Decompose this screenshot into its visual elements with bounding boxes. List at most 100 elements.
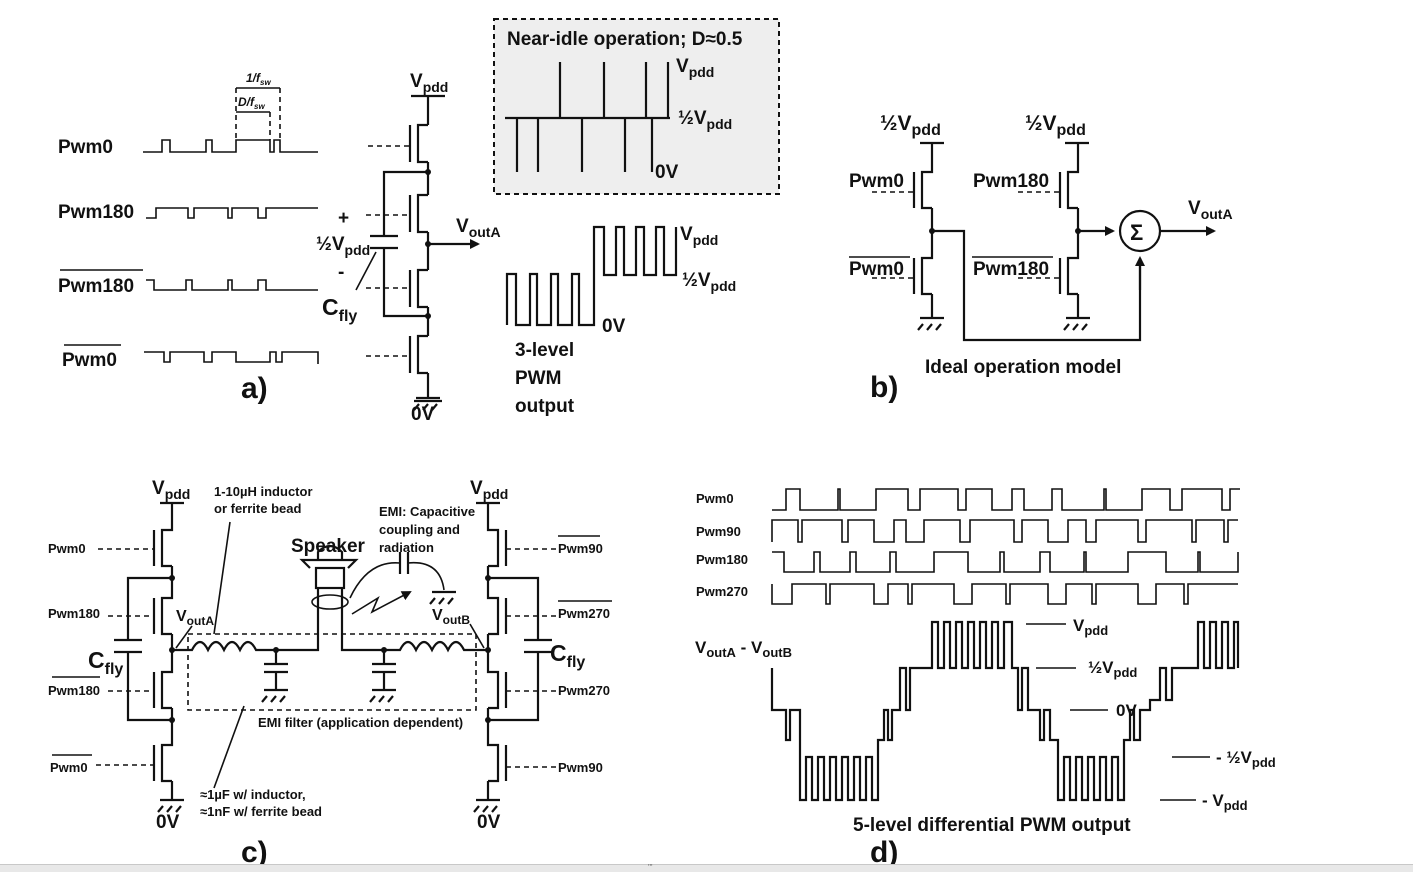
sum-symbol: Σ: [1130, 220, 1143, 245]
emi-note-2: coupling and: [379, 522, 460, 537]
inset-vpdd: Vpdd: [676, 56, 714, 80]
level-vpdd: Vpdd: [1073, 616, 1108, 638]
vouta-label-a: VoutA: [456, 216, 501, 240]
half-vpdd-label-a: ½Vpdd: [316, 234, 370, 258]
panel-a-label: a): [241, 372, 268, 405]
inductor-note-2: or ferrite bead: [214, 501, 301, 516]
pwm0-label-a: Pwm0: [58, 137, 113, 158]
out-half-vpdd: ½Vpdd: [682, 270, 736, 294]
pwm180-label-c: Pwm180: [48, 606, 100, 621]
emi-note-1: EMI: Capacitive: [379, 504, 475, 519]
half-vpdd-b1: ½Vpdd: [880, 112, 941, 139]
inset-title: Near-idle operation; D≈0.5: [507, 29, 743, 50]
emi-note-3: radiation: [379, 540, 434, 555]
pwm180-waveform: [146, 207, 318, 219]
pwm180-bar-waveform: [146, 279, 318, 291]
near-idle-inset: [493, 18, 780, 195]
level-zero: 0V: [1116, 701, 1137, 720]
pwm0-label-d: Pwm0: [696, 491, 734, 506]
pwm270-label-c: Pwm270: [558, 683, 610, 698]
plus-sign: +: [338, 208, 349, 229]
pwm0-bar-label-a: Pwm0: [62, 350, 117, 371]
pwm180-bar-label-a: Pwm180: [58, 276, 134, 297]
pwm0-bar-label-c: Pwm0: [50, 760, 88, 775]
pwm0-waveform: [143, 139, 318, 153]
duty-label: D/fsw: [238, 95, 265, 111]
minus-sign: -: [338, 262, 344, 283]
vouta-label-c: VoutA: [176, 608, 214, 628]
three-level-waveform: [505, 225, 678, 327]
right-filter-cap: [369, 650, 396, 703]
out-zero-v: 0V: [602, 316, 626, 337]
inset-zero-v: 0V: [655, 162, 679, 183]
inset-half-vpdd: ½Vpdd: [678, 108, 732, 132]
zero-v-right-c: 0V: [477, 812, 501, 833]
diff-caption: 5-level differential PWM output: [853, 815, 1131, 836]
cap-note-2: ≈1nF w/ ferrite bead: [200, 804, 322, 819]
pwm0-bar-waveform: [144, 351, 319, 364]
vpdd-label-a: Vpdd: [410, 71, 448, 95]
emi-coupling-line: [407, 561, 445, 591]
model-circuit: [872, 141, 1216, 342]
ground-icon: [429, 590, 456, 605]
pwm180-label-d: Pwm180: [696, 552, 748, 567]
pwm90-label-c: Pwm90: [558, 760, 603, 775]
vouta-label-b: VoutA: [1188, 198, 1233, 222]
left-hbridge: [96, 501, 184, 813]
pwm270-label-d: Pwm270: [696, 584, 748, 599]
left-inductor: [172, 588, 320, 653]
out-caption-line2: PWM: [515, 368, 561, 389]
speaker-icon: [299, 544, 359, 610]
out-vpdd: Vpdd: [680, 224, 718, 248]
panel-c: Vpdd Vpdd: [48, 478, 612, 869]
zero-v-left-c: 0V: [156, 812, 180, 833]
pwm0-bar-label-b: Pwm0: [849, 259, 904, 280]
cfly-label-a: Cfly: [322, 294, 357, 325]
level-half-vpdd: ½Vpdd: [1088, 658, 1137, 680]
pwm90-bar-label-c: Pwm90: [558, 541, 603, 556]
voutb-label-c: VoutB: [432, 607, 470, 627]
right-hbridge: [473, 501, 556, 813]
leader-line: [213, 705, 245, 789]
vpdd-right-c: Vpdd: [470, 478, 508, 502]
leader-line: [175, 625, 193, 649]
diff-label: VoutA - VoutB: [695, 638, 792, 660]
bottom-scrollbar[interactable]: ''': [0, 863, 1413, 872]
panel-b: ½Vpdd ½Vpdd Σ Pwm0 Pwm180 Pwm0 Pwm180 Vo…: [849, 112, 1233, 404]
pwm270-waveform-d: [771, 583, 1238, 605]
scroll-marker: ''': [648, 863, 653, 872]
leader-line: [469, 623, 485, 649]
pwm0-label-b: Pwm0: [849, 171, 904, 192]
filter-caption: EMI filter (application dependent): [258, 715, 463, 730]
five-level-waveform: [770, 620, 1240, 802]
vpdd-left-c: Vpdd: [152, 478, 190, 502]
panel-c-label: c): [241, 836, 268, 869]
pwm270-bar-label-c: Pwm270: [558, 606, 610, 621]
cfly-left-c: Cfly: [88, 647, 123, 678]
model-caption: Ideal operation model: [925, 357, 1121, 378]
panel-d-label: d): [870, 836, 898, 869]
panel-a: Pwm0 Pwm180 Pwm180 Pwm0 1/fsw D/fsw Vpdd: [58, 18, 780, 425]
pwm180-bar-label-c: Pwm180: [48, 683, 100, 698]
pwm180-bar-label-b: Pwm180: [973, 259, 1049, 280]
leader-line: [213, 521, 231, 635]
pwm180-waveform-d: [772, 551, 1239, 573]
inset-waveform: [505, 62, 670, 172]
transistor-stack-a: [355, 123, 480, 411]
panel-d: Pwm0 Pwm90 Pwm180 Pwm270 Vpdd ½Vpdd 0V -…: [695, 488, 1276, 869]
cap-note-1: ≈1µF w/ inductor,: [200, 787, 306, 802]
level-neg-vpdd: - Vpdd: [1202, 791, 1248, 813]
period-label: 1/fsw: [246, 71, 271, 87]
inductor-note-1: 1-10µH inductor: [214, 484, 313, 499]
pwm0-label-c: Pwm0: [48, 541, 86, 556]
zero-v-label-a: 0V: [411, 404, 435, 425]
right-inductor: [340, 588, 488, 653]
cfly-right-c: Cfly: [550, 640, 585, 671]
emi-filter: [172, 588, 488, 711]
speaker-label: Speaker: [291, 536, 366, 557]
panel-b-label: b): [870, 371, 898, 404]
pwm180-label-b: Pwm180: [973, 171, 1049, 192]
radiation-arrow: [351, 591, 412, 615]
half-vpdd-b2: ½Vpdd: [1025, 112, 1086, 139]
